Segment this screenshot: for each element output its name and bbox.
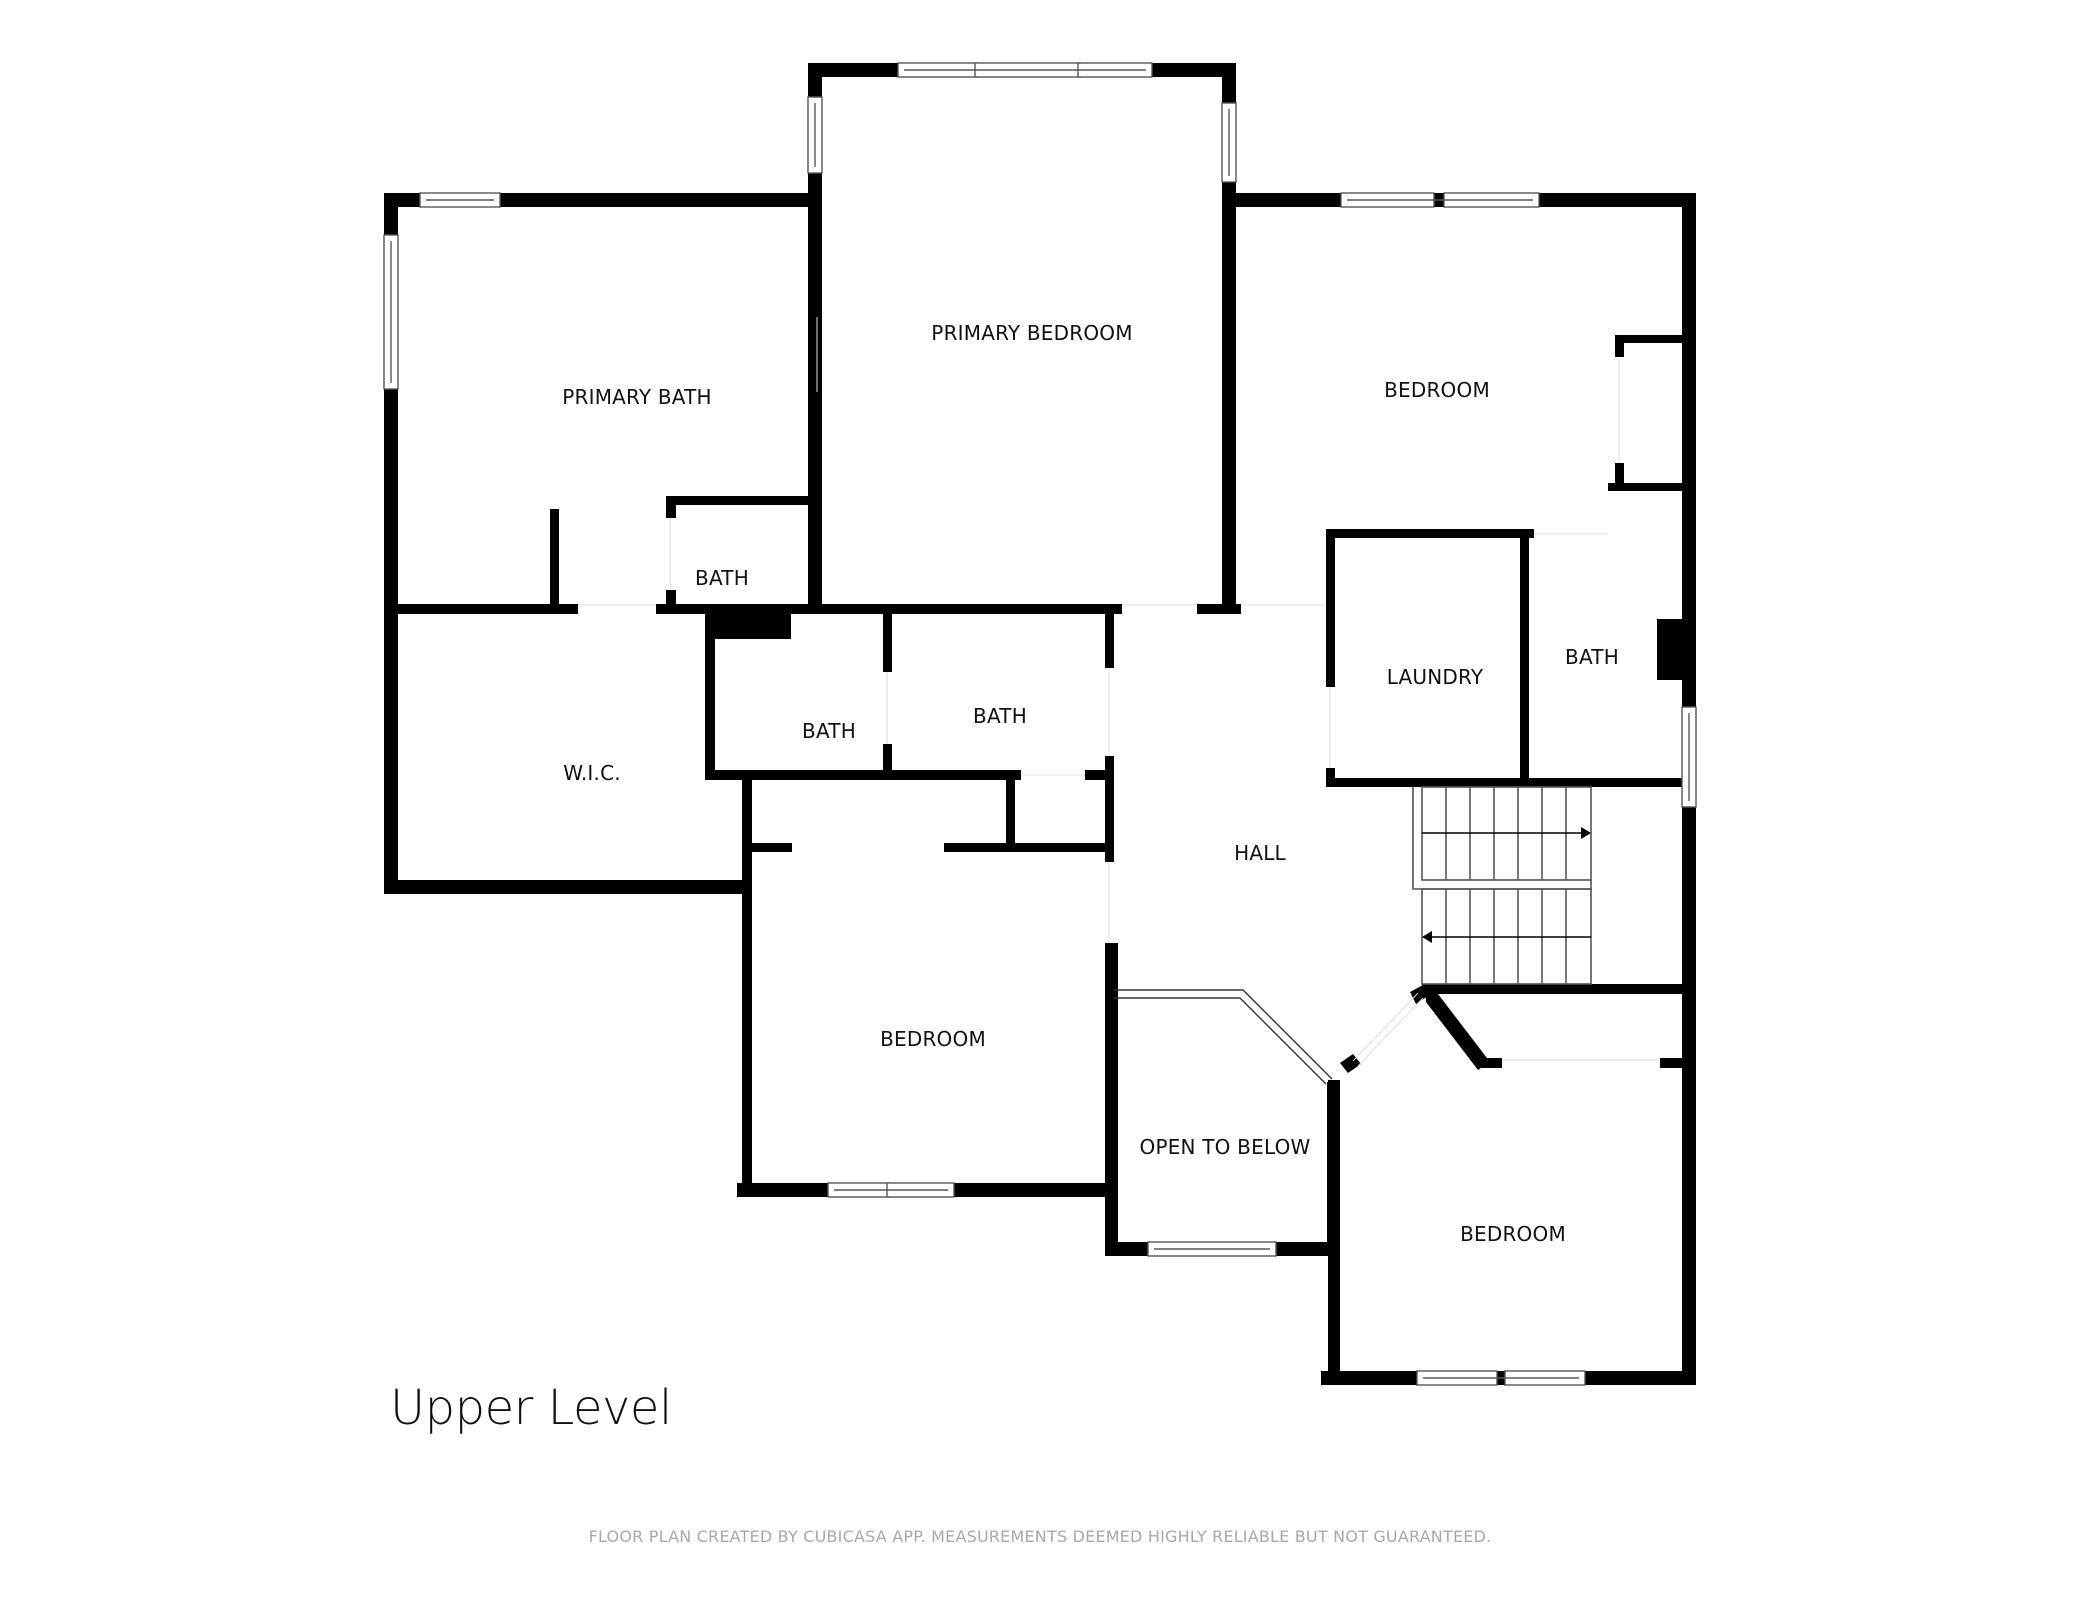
room-label-primary-bath: PRIMARY BATH	[562, 385, 712, 409]
room-label-bath-center-right: BATH	[973, 704, 1027, 728]
room-label-hall: HALL	[1234, 841, 1286, 865]
stair-arrow-down-icon	[1422, 931, 1432, 943]
staircase	[1412, 786, 1592, 985]
room-label-bath-small: BATH	[695, 566, 749, 590]
room-label-primary-bedroom: PRIMARY BEDROOM	[931, 321, 1133, 345]
room-label-open-to-below: OPEN TO BELOW	[1139, 1135, 1311, 1159]
stair-arrow-up-icon	[1581, 827, 1591, 839]
disclaimer-text: FLOOR PLAN CREATED BY CUBICASA APP. MEAS…	[588, 1527, 1492, 1546]
room-label-bedroom-ne: BEDROOM	[1384, 378, 1490, 402]
room-label-bedroom-se: BEDROOM	[1460, 1222, 1566, 1246]
room-label-laundry: LAUNDRY	[1386, 665, 1484, 689]
door-openings	[578, 317, 1660, 1067]
windows	[383, 62, 1697, 1386]
level-title: Upper Level	[390, 1380, 672, 1436]
railing	[1114, 989, 1333, 1085]
room-label-wic: W.I.C.	[563, 761, 621, 785]
walls	[384, 63, 1696, 1385]
room-label-bath-east: BATH	[1565, 645, 1619, 669]
room-label-bedroom-sw: BEDROOM	[880, 1027, 986, 1051]
room-label-bath-center-left: BATH	[802, 719, 856, 743]
